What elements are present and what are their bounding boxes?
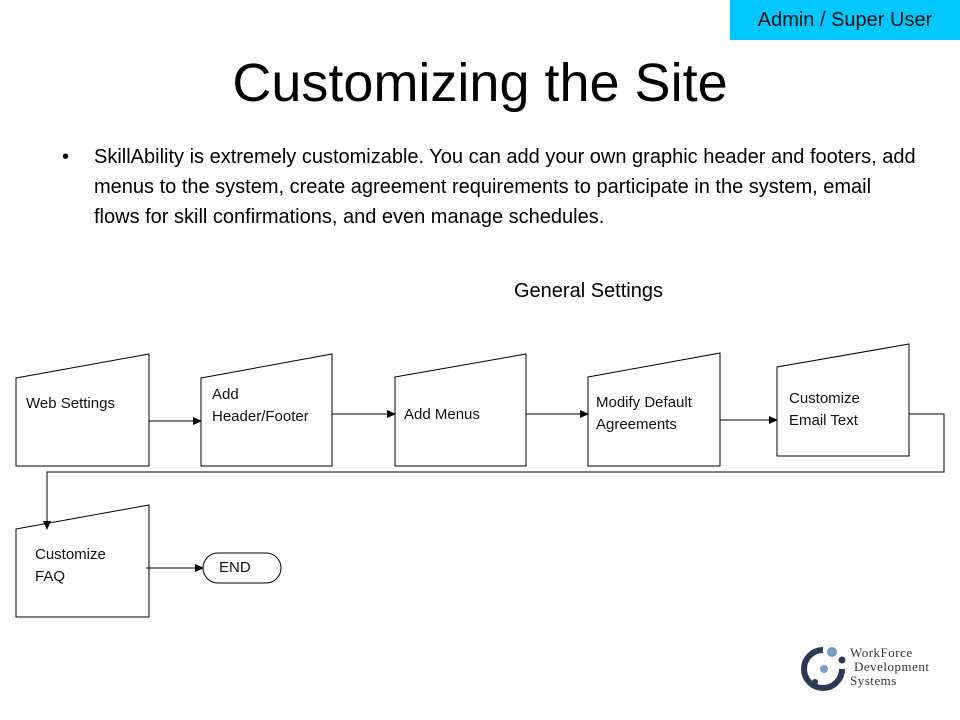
step-add-menus: Add Menus: [404, 404, 480, 426]
step-modify-default-agreements: Modify Default Agreements: [596, 392, 692, 436]
logo-dot: [812, 679, 818, 685]
step-modify-default-agreements-shape: [587, 352, 721, 467]
end-label: END: [219, 559, 251, 576]
step-label: Agreements: [596, 416, 677, 433]
step-label: Header/Footer: [212, 408, 309, 425]
bullet-dot: •: [62, 146, 70, 168]
bullet-text: SkillAbility is extremely customizable. …: [94, 146, 916, 228]
step-customize-faq-shape: [15, 504, 150, 618]
logo-wordmark: WorkForce Development Systems: [850, 646, 930, 688]
step-label: Modify Default: [596, 394, 692, 411]
step-web-settings-shape: [15, 353, 150, 467]
logo-line: Development: [854, 659, 930, 674]
step-add-header-footer: Add Header/Footer: [212, 384, 309, 428]
step-add-header-footer-shape: [200, 353, 333, 467]
step-customize-email-text: Customize Email Text: [789, 388, 860, 432]
connector-5: [43, 413, 945, 530]
company-logo: WorkForce Development Systems: [798, 644, 948, 694]
step-label: Customize: [789, 390, 860, 407]
step-customize-email-text-shape: [776, 343, 910, 457]
step-label: Email Text: [789, 412, 858, 429]
logo-mark-icon: [801, 647, 846, 691]
bullet-item: • SkillAbility is extremely customizable…: [62, 142, 922, 232]
logo-line: Systems: [850, 673, 897, 688]
step-label: Customize: [35, 546, 106, 563]
step-customize-faq: Customize FAQ: [35, 544, 106, 588]
step-label: Add Menus: [404, 406, 480, 423]
step-add-menus-shape: [394, 353, 527, 467]
logo-dot: [827, 647, 837, 657]
role-badge-label: Admin / Super User: [757, 8, 933, 31]
slide-title: Customizing the Site: [232, 53, 728, 113]
logo-dot: [820, 665, 828, 673]
step-web-settings: Web Settings: [26, 393, 115, 415]
step-label: Add: [212, 386, 239, 403]
step-label: FAQ: [35, 568, 66, 585]
step-label: Web Settings: [26, 395, 115, 412]
diagram-subtitle: General Settings: [514, 280, 663, 302]
role-badge: Admin / Super User: [730, 0, 960, 40]
logo-line: WorkForce: [850, 645, 913, 660]
logo-dot: [838, 656, 846, 664]
logo-arc: [801, 647, 845, 691]
